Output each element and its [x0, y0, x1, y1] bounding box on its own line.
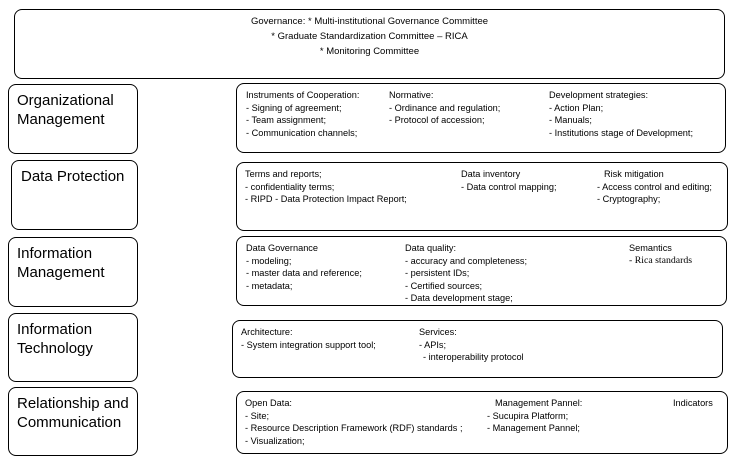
- label-text: Information Technology: [17, 321, 93, 357]
- column-item: - APIs;: [419, 339, 447, 350]
- column-item: - Data control mapping;: [461, 181, 557, 192]
- panel-column: Semantics - Rica standards: [629, 242, 692, 267]
- column-item: - Site;: [245, 410, 269, 421]
- column-item: - metadata;: [246, 280, 293, 291]
- panel-data-protection: Terms and reports; - confidentiality ter…: [236, 162, 728, 231]
- panel-column: Instruments of Cooperation: - Signing of…: [246, 89, 359, 139]
- governance-line: Governance: * Multi-institutional Govern…: [250, 16, 489, 27]
- column-item: - Ordinance and regulation;: [389, 102, 501, 113]
- panel-column: Data Governance - modeling; - master dat…: [246, 242, 362, 292]
- column-title: Semantics: [629, 243, 672, 253]
- panel-column: Open Data: - Site; - Resource Descriptio…: [245, 397, 463, 447]
- column-item: - Resource Description Framework (RDF) s…: [245, 423, 463, 433]
- column-item: - Certified sources;: [405, 280, 483, 291]
- governance-box: Governance: * Multi-institutional Govern…: [14, 9, 725, 79]
- governance-line: * Monitoring Committee: [319, 46, 420, 57]
- panel-organizational-management: Instruments of Cooperation: - Signing of…: [236, 83, 726, 153]
- panel-column: Architecture: - System integration suppo…: [241, 326, 376, 351]
- panel-column: Risk mitigation - Access control and edi…: [597, 168, 712, 206]
- column-item: - Institutions stage of Development;: [549, 127, 694, 138]
- column-item: - Signing of agreement;: [246, 102, 342, 113]
- column-title: Indicators: [673, 398, 713, 408]
- panel-column: Services: - APIs; - interoperability pro…: [419, 326, 524, 364]
- label-relationship-communication: Relationship and Communication: [8, 387, 138, 456]
- panel-information-technology: Architecture: - System integration suppo…: [232, 320, 723, 378]
- panel-column: Normative: - Ordinance and regulation; -…: [389, 89, 500, 127]
- label-data-protection: Data Protection: [11, 160, 138, 230]
- column-title: Services:: [419, 327, 457, 337]
- panel-column: Development strategies: - Action Plan; -…: [549, 89, 693, 139]
- panel-column: Data inventory - Data control mapping;: [461, 168, 557, 193]
- panel-column: Data quality: - accuracy and completenes…: [405, 242, 527, 305]
- column-item: - Communication channels;: [246, 127, 358, 138]
- column-item: - Team assignment;: [246, 115, 326, 125]
- panel-column: Terms and reports; - confidentiality ter…: [245, 168, 407, 206]
- column-item: - master data and reference;: [246, 268, 362, 278]
- label-text: Information Management: [17, 245, 105, 281]
- column-item: - Access control and editing;: [597, 181, 712, 192]
- column-title: Data inventory: [461, 169, 521, 179]
- column-title: Instruments of Cooperation:: [246, 90, 360, 100]
- column-item: - persistent IDs;: [405, 268, 470, 278]
- column-title: Data quality:: [405, 243, 457, 253]
- panel-column: Management Pannel: - Sucupira Platform; …: [487, 397, 582, 435]
- column-item: - Sucupira Platform;: [487, 410, 569, 421]
- label-text: Organizational Management: [17, 92, 114, 128]
- panel-column: Indicators: [673, 397, 713, 410]
- column-item: - Management Pannel;: [487, 423, 580, 433]
- column-item: - System integration support tool;: [241, 339, 376, 350]
- column-title: Architecture:: [241, 327, 293, 337]
- column-title: Data Governance: [246, 243, 319, 253]
- column-title: Terms and reports;: [245, 169, 322, 179]
- column-item: - Manuals;: [549, 115, 592, 125]
- column-title: Normative:: [389, 90, 434, 100]
- column-item: - Protocol of accession;: [389, 115, 485, 125]
- label-information-technology: Information Technology: [8, 313, 138, 382]
- governance-line: * Graduate Standardization Committee – R…: [271, 31, 468, 42]
- label-organizational-management: Organizational Management: [8, 84, 138, 154]
- column-title: Management Pannel:: [495, 398, 583, 408]
- column-item: - accuracy and completeness;: [405, 255, 528, 266]
- column-item: - Rica standards: [629, 254, 693, 266]
- panel-relationship-communication: Open Data: - Site; - Resource Descriptio…: [236, 391, 728, 454]
- column-item: - RIPD - Data Protection Impact Report;: [245, 194, 407, 204]
- label-text: Data Protection: [21, 168, 125, 185]
- column-title: Development strategies:: [549, 90, 649, 100]
- column-item: - Data development stage;: [405, 293, 513, 303]
- column-title: Open Data:: [245, 398, 292, 408]
- label-information-management: Information Management: [8, 237, 138, 307]
- column-item: - interoperability protocol: [423, 352, 524, 362]
- panel-information-management: Data Governance - modeling; - master dat…: [236, 236, 727, 306]
- column-item: - Action Plan;: [549, 102, 604, 113]
- column-item: - confidentiality terms;: [245, 181, 335, 192]
- label-text: Relationship and Communication: [17, 395, 129, 431]
- column-item: - Cryptography;: [597, 194, 661, 204]
- column-item: - modeling;: [246, 255, 292, 266]
- column-title: Risk mitigation: [604, 169, 664, 179]
- column-item: - Visualization;: [245, 435, 305, 446]
